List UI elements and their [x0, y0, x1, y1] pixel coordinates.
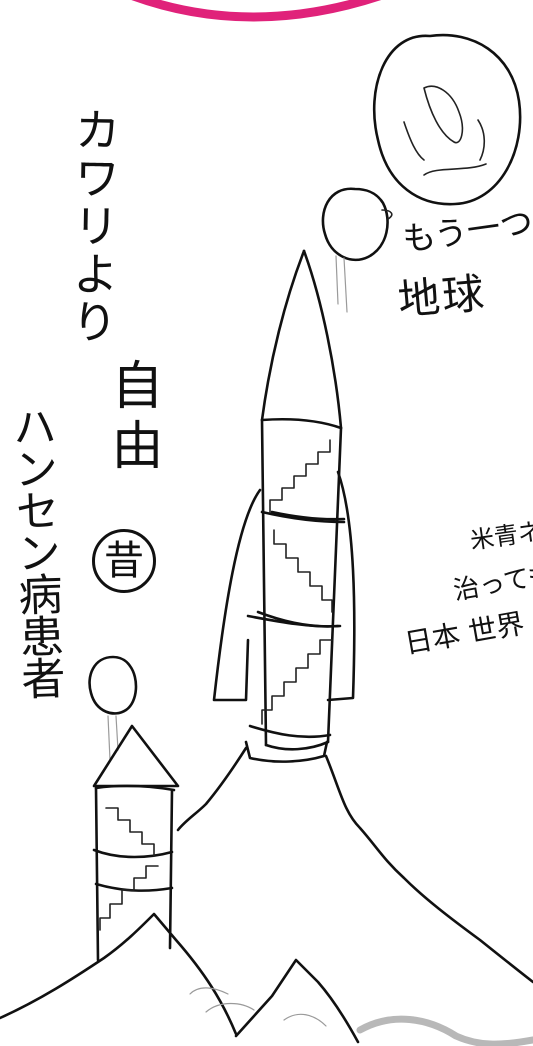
- mukashi-circle-text: 昔: [92, 529, 156, 593]
- kawari-yori-text: カワリより: [63, 105, 123, 347]
- rocket-balloon: [321, 187, 393, 313]
- tower-balloon: [88, 655, 138, 761]
- header-circle: [131, 0, 382, 22]
- hansen-patient-text: ハンセン病患者: [3, 403, 66, 699]
- main-rocket: [212, 249, 356, 763]
- second-earth-drawing: [372, 33, 522, 206]
- mountains: [0, 746, 533, 1046]
- jiyu-text: 自由: [102, 358, 162, 478]
- small-tower: [92, 724, 180, 962]
- chikyu-text: 地球: [395, 268, 488, 325]
